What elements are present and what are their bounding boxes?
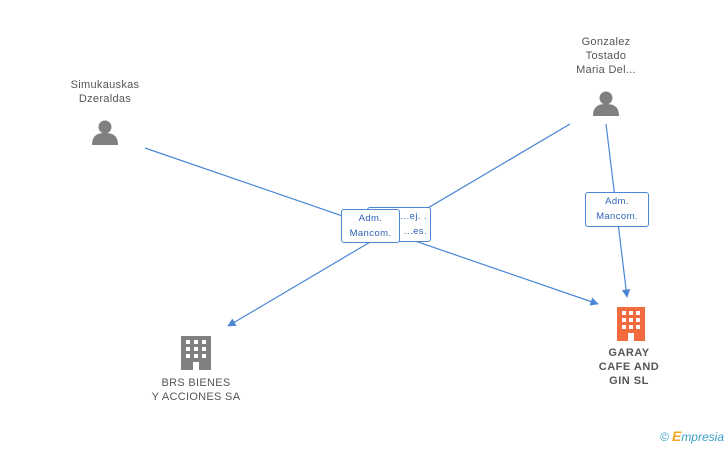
role-line: Mancom.: [596, 211, 638, 222]
role-badge-front[interactable]: Adm. Mancom.: [341, 209, 400, 243]
person-name-line: Maria Del...: [576, 64, 636, 76]
company-name-line: CAFE AND: [598, 361, 660, 373]
company-name-line: GARAY: [608, 347, 650, 359]
role-line: Adm.: [358, 213, 383, 224]
person-name-line: Dzeraldas: [78, 93, 132, 105]
building-icon[interactable]: [181, 336, 211, 370]
person-icon[interactable]: [593, 91, 619, 117]
role-line: ...ej. .: [400, 211, 427, 222]
person-name-line: Simukauskas: [70, 79, 140, 91]
company-label-brs[interactable]: BRS BIENES Y ACCIONES SA: [131, 376, 261, 404]
building-icon[interactable]: [617, 307, 645, 341]
person-name-line: Tostado: [585, 50, 627, 62]
brand-name: mpresia: [681, 430, 724, 444]
company-name-line: GIN SL: [609, 375, 649, 387]
copyright-symbol: ©: [660, 430, 669, 444]
person-label-gonzalez[interactable]: Gonzalez Tostado Maria Del...: [546, 35, 666, 77]
role-line: Adm.: [605, 196, 629, 207]
company-name-line: BRS BIENES: [161, 377, 231, 389]
person-icon[interactable]: [92, 120, 118, 146]
person-label-simukauskas[interactable]: Simukauskas Dzeraldas: [45, 78, 165, 106]
brand-logo-initial: E: [671, 428, 682, 444]
brand-watermark: ©Empresia: [660, 428, 724, 444]
company-label-garay[interactable]: GARAY CAFE AND GIN SL: [579, 346, 679, 388]
role-badge-gonzalez-garay[interactable]: Adm. Mancom.: [585, 192, 649, 227]
person-name-line: Gonzalez: [581, 36, 631, 48]
role-line: Mancom.: [349, 228, 392, 239]
role-line: ...es.: [404, 226, 427, 237]
company-name-line: Y ACCIONES SA: [151, 391, 241, 403]
